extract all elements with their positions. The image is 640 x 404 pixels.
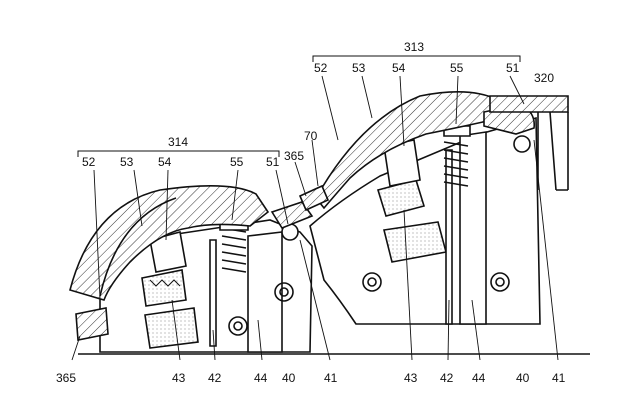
right-hinge-51 <box>513 135 531 153</box>
label-r-44: 44 <box>472 371 486 385</box>
bracket-313: 313 <box>312 40 521 62</box>
leader-lines <box>71 75 559 361</box>
label-r-320: 320 <box>534 71 554 85</box>
right-guide-44 <box>459 131 487 325</box>
labels-right: 52 53 54 55 51 320 70 365 43 42 44 40 41 <box>284 61 566 385</box>
labels-left: 52 53 54 55 51 365 43 42 44 40 41 <box>56 155 338 385</box>
label-r-51: 51 <box>506 61 520 75</box>
right-bar-320 <box>489 95 569 113</box>
label-r-40: 40 <box>516 371 530 385</box>
label-r-55: 55 <box>450 61 464 75</box>
label-l-40: 40 <box>282 371 296 385</box>
label-r-43: 43 <box>404 371 418 385</box>
label-l-55: 55 <box>230 155 244 169</box>
bracket-314: 314 <box>77 135 280 157</box>
label-r-41: 41 <box>552 371 566 385</box>
right-housing-40 <box>309 116 541 325</box>
left-cam-43-top <box>141 269 187 307</box>
right-spring-55 <box>443 141 469 187</box>
label-r-365: 365 <box>284 149 304 163</box>
left-key-42 <box>209 239 217 347</box>
label-r-54: 54 <box>392 61 406 75</box>
left-tip-365 <box>75 307 109 341</box>
label-l-44: 44 <box>254 371 268 385</box>
label-l-51: 51 <box>266 155 280 169</box>
label-l-365: 365 <box>56 371 76 385</box>
label-l-41: 41 <box>324 371 338 385</box>
label-l-53: 53 <box>120 155 134 169</box>
right-tip-365 <box>298 184 330 212</box>
label-r-53: 53 <box>352 61 366 75</box>
label-l-54: 54 <box>158 155 172 169</box>
label-r-42: 42 <box>440 371 454 385</box>
label-314: 314 <box>168 135 188 149</box>
left-cam-43-bottom <box>144 307 199 349</box>
left-assembly-314 <box>69 185 314 353</box>
label-l-42: 42 <box>208 371 222 385</box>
left-plunger-54 <box>149 231 187 273</box>
label-l-52: 52 <box>82 155 96 169</box>
right-assembly-313 <box>298 91 569 325</box>
label-313: 313 <box>404 40 424 54</box>
right-cover-53 <box>315 91 499 210</box>
label-l-43: 43 <box>172 371 186 385</box>
right-key-42 <box>445 149 453 325</box>
label-r-52: 52 <box>314 61 328 75</box>
left-cover-53 <box>69 185 270 301</box>
left-guide-44 <box>247 231 283 353</box>
label-r-70: 70 <box>304 129 318 143</box>
